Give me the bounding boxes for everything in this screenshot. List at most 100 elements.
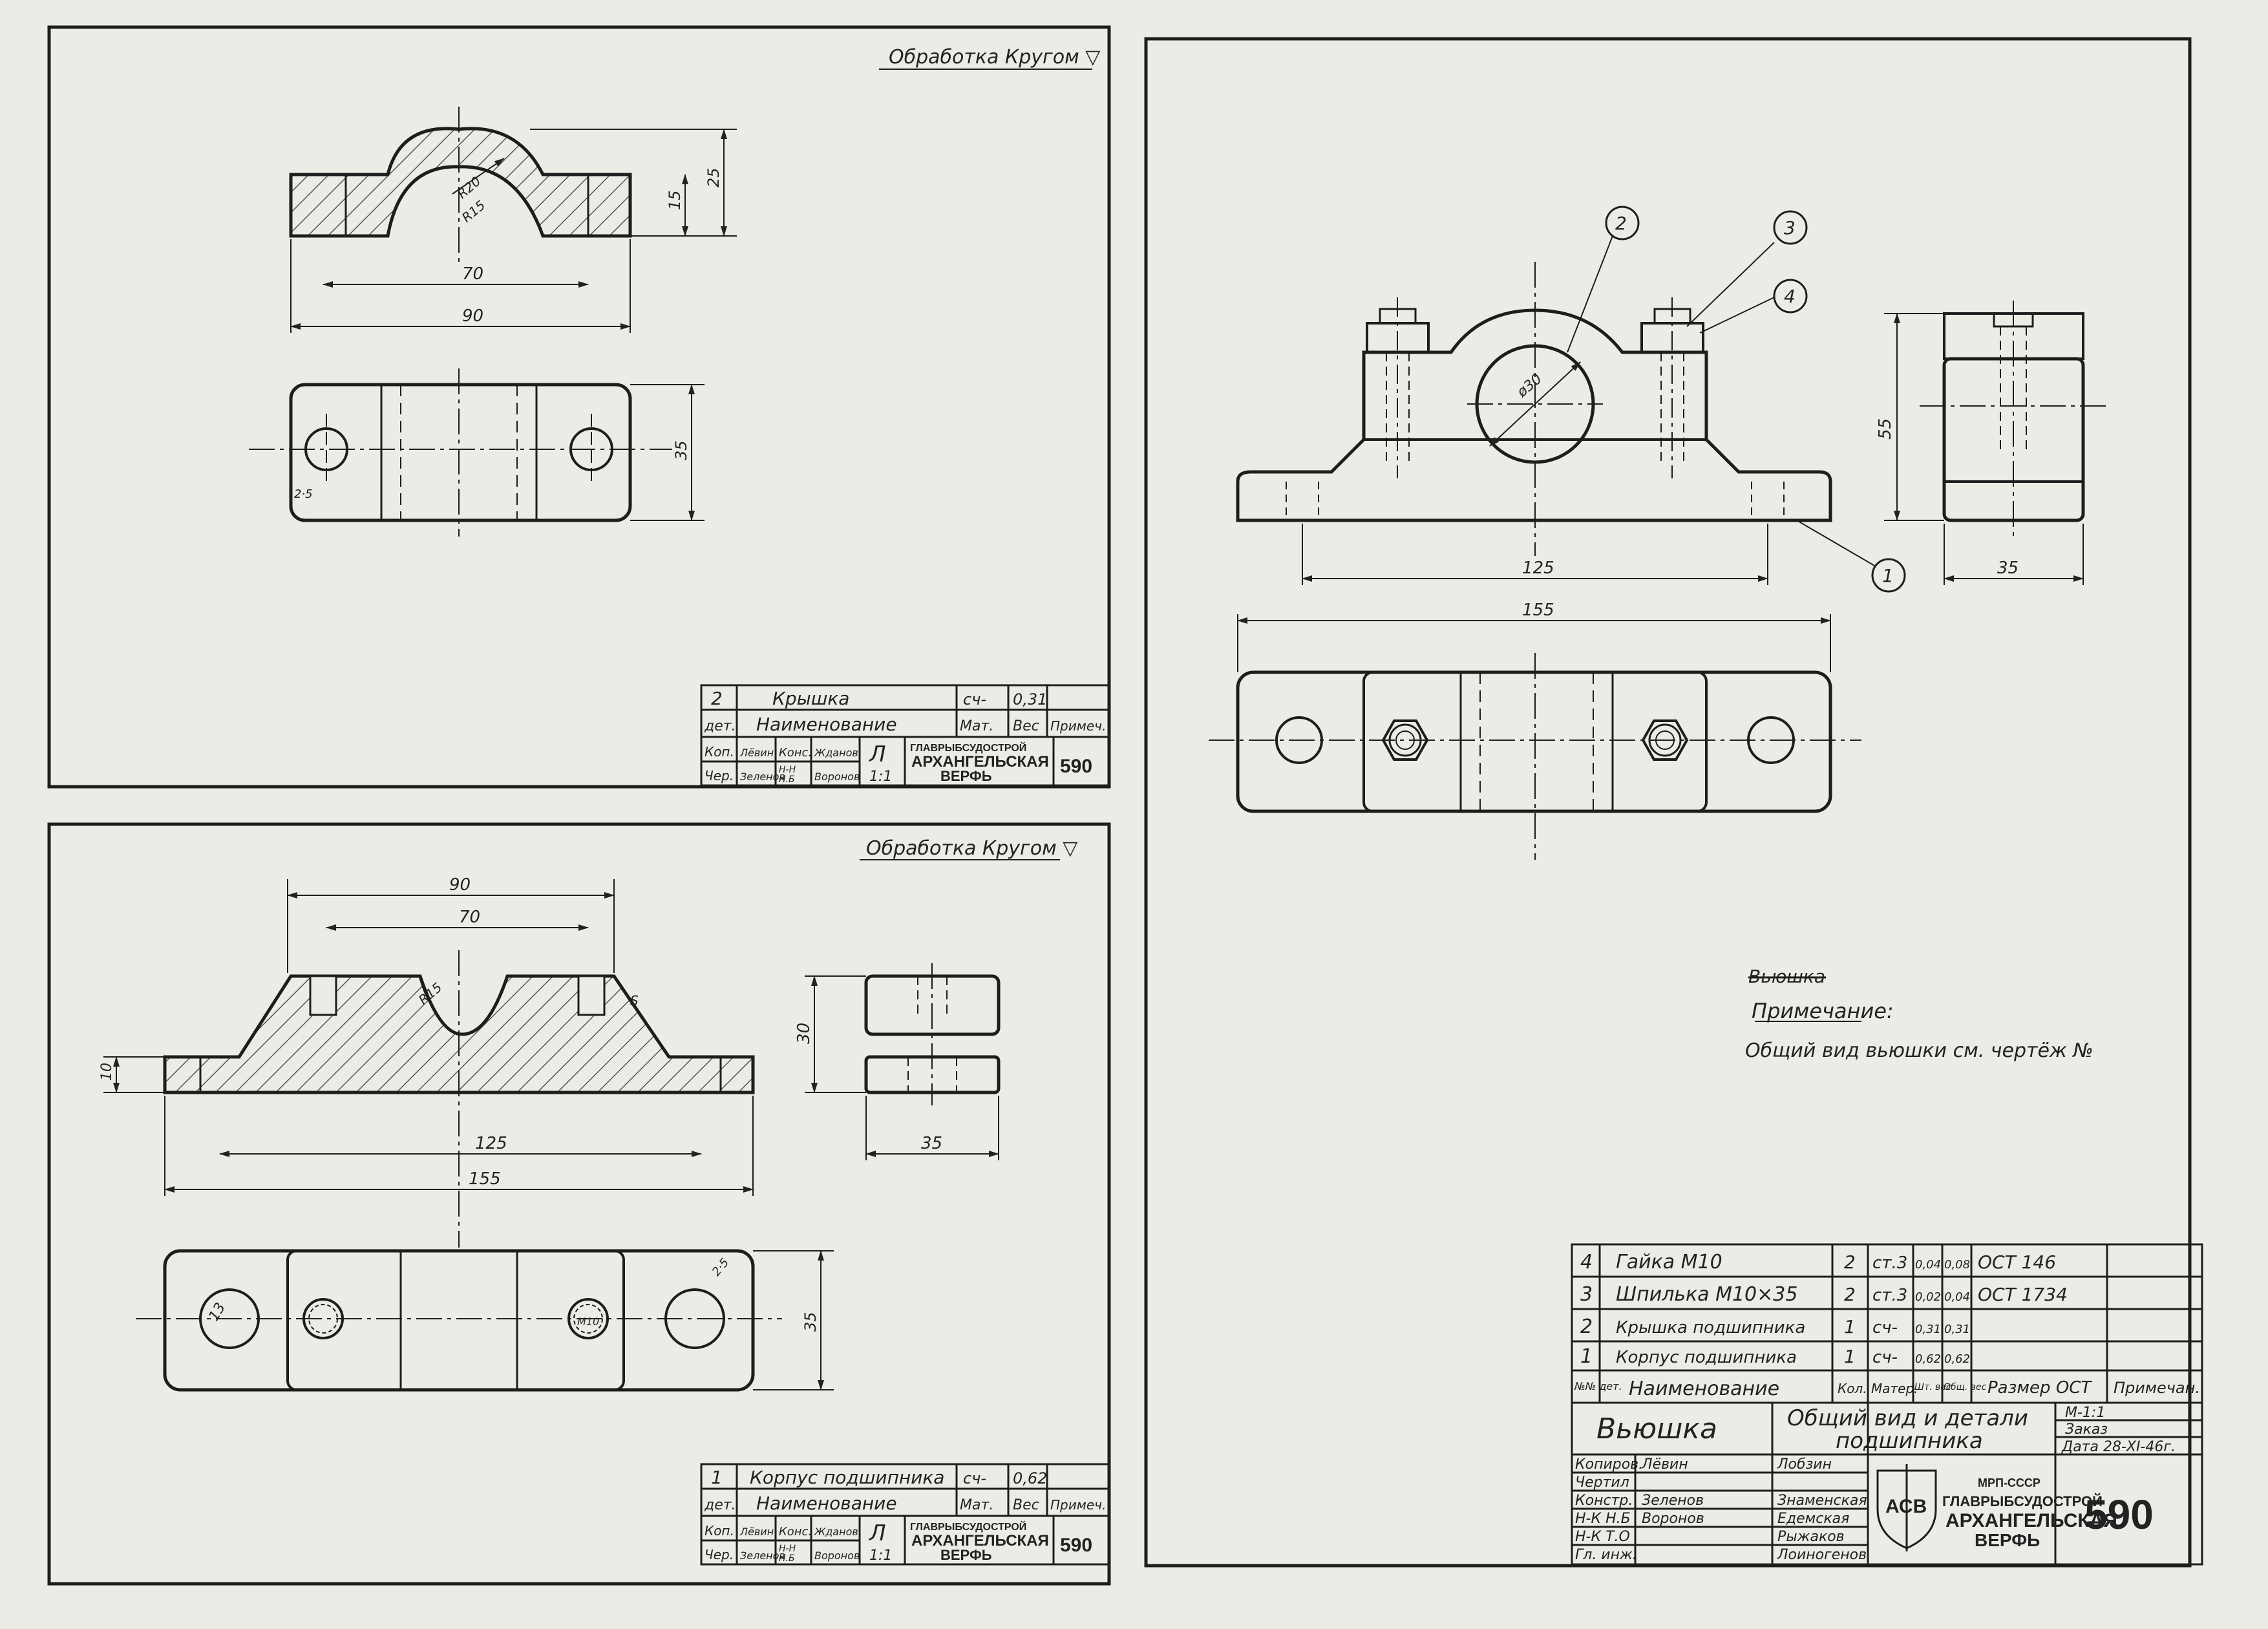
drawing-subtitle-2: подшипника bbox=[1836, 1428, 1983, 1454]
top-left-dim-15: 15 bbox=[666, 190, 684, 210]
sheet-bottom-left bbox=[47, 822, 1111, 1586]
bom-h-name: Наименование bbox=[1629, 1378, 1779, 1400]
name-4: Едемская bbox=[1777, 1511, 1849, 1527]
tl-r-nn: Н-Н bbox=[779, 765, 796, 775]
bom-rows: 4 Гайка М10 2 ст.3 0,04 0,08 ОСТ 146 3 Ш… bbox=[1580, 1251, 2068, 1368]
bom-row-1-name: Гайка М10 bbox=[1616, 1251, 1722, 1273]
bl-sign-1: Лёвин bbox=[739, 1526, 774, 1538]
sign-4: Воронов bbox=[1642, 1511, 1704, 1527]
bl-h-name: Наименование bbox=[756, 1493, 897, 1514]
bom-row-2-name: Шпилька М10×35 bbox=[1616, 1283, 1797, 1306]
tl-h-mat: Мат. bbox=[960, 718, 993, 734]
bom-row-3-name: Крышка подшипника bbox=[1616, 1318, 1805, 1337]
role-6: Гл. инж. bbox=[1575, 1547, 1637, 1563]
tl-h-det: дет. bbox=[704, 718, 736, 734]
title-date: Дата 28-XI-46г. bbox=[2061, 1439, 2176, 1455]
bl-h-det: дет. bbox=[704, 1497, 736, 1513]
housing-plan-view bbox=[136, 1249, 782, 1392]
sheet-top-left bbox=[47, 25, 1111, 789]
sheet-top-left-frame bbox=[47, 25, 1111, 789]
bl-org-3: ВЕРФЬ bbox=[940, 1547, 992, 1563]
bl-dim-10: 10 bbox=[99, 1063, 115, 1081]
cover-front-section bbox=[289, 107, 632, 265]
right-org-2: АРХАНГЕЛЬСКАЯ bbox=[1945, 1510, 2117, 1531]
tl-org-1: ГЛАВРЫБСУДОСТРОЙ bbox=[910, 741, 1026, 754]
tl-r-nb: Н.Б bbox=[779, 774, 795, 785]
bom-row-1-qty: 2 bbox=[1844, 1251, 1856, 1273]
title-scale: М-1:1 bbox=[2065, 1405, 2105, 1421]
assembly-front-view bbox=[1236, 262, 1832, 556]
bl-material: сч- bbox=[963, 1469, 986, 1487]
top-left-dim-70: 70 bbox=[462, 264, 483, 284]
tl-sign-1: Лёвин bbox=[739, 747, 774, 759]
bl-r-kons: Конс. bbox=[779, 1525, 812, 1538]
balloon-3-label: 3 bbox=[1784, 217, 1796, 239]
cover-plan-view bbox=[249, 368, 672, 537]
bom-row-2-mat: ст.3 bbox=[1872, 1286, 1907, 1305]
name-6: Лоиногенов bbox=[1777, 1547, 1867, 1563]
bl-h-wt: Вес bbox=[1013, 1497, 1039, 1513]
right-title-block bbox=[1571, 1401, 2203, 1566]
bl-sign-3: Жданов bbox=[814, 1526, 858, 1538]
bl-dim-155: 155 bbox=[469, 1169, 501, 1189]
bl-r-cher: Чер. bbox=[705, 1547, 734, 1562]
bl-r-kop: Коп. bbox=[705, 1523, 734, 1538]
bom-row-2-w1: 0,02 bbox=[1915, 1290, 1941, 1304]
bl-sign-4: Воронов bbox=[814, 1549, 860, 1562]
bl-dim-30: 30 bbox=[794, 1023, 814, 1044]
note-crossed: Вьюшка bbox=[1748, 966, 1825, 987]
bl-dim-125: 125 bbox=[475, 1134, 507, 1153]
right-dim-35: 35 bbox=[1997, 559, 2019, 578]
top-left-dim-25: 25 bbox=[705, 167, 723, 187]
bom-row-3-mat: сч- bbox=[1872, 1318, 1898, 1337]
tl-sign-4: Воронов bbox=[814, 771, 860, 783]
tl-sheet-mark: Л bbox=[868, 741, 886, 767]
assembly-plan-view bbox=[1209, 653, 1861, 860]
tl-r-kop: Коп. bbox=[705, 744, 734, 760]
bl-r-nb: Н.Б bbox=[779, 1553, 795, 1564]
tl-r-kons: Конс. bbox=[779, 746, 812, 760]
bom-row-1-mat: ст.3 bbox=[1872, 1253, 1907, 1273]
bom-row-4-no: 1 bbox=[1580, 1345, 1593, 1368]
bl-s-mark: S bbox=[630, 993, 639, 1008]
bl-org-2: АРХАНГЕЛЬСКАЯ bbox=[911, 1532, 1049, 1549]
bottom-left-machining-note: Обработка Кругом ▽ bbox=[866, 837, 1077, 860]
sheet-bottom-left-frame bbox=[47, 822, 1111, 1586]
bom-row-4-w2: 0,62 bbox=[1944, 1352, 1970, 1366]
bom-row-3-w2: 0,31 bbox=[1944, 1323, 1970, 1336]
balloon-4-label: 4 bbox=[1784, 286, 1796, 307]
note-title: Примечание: bbox=[1752, 999, 1894, 1023]
bom-row-2-std: ОСТ 1734 bbox=[1978, 1284, 2068, 1305]
bl-drawing-no: 590 bbox=[1060, 1535, 1092, 1556]
product-name: Вьюшка bbox=[1596, 1412, 1717, 1445]
bl-org-1: ГЛАВРЫБСУДОСТРОЙ bbox=[910, 1520, 1026, 1533]
title-order: Заказ bbox=[2065, 1421, 2108, 1438]
drawing-subtitle-1: Общий вид и детали bbox=[1787, 1405, 2028, 1431]
top-left-dim-90: 90 bbox=[462, 306, 483, 326]
bl-part-name: Корпус подшипника bbox=[750, 1467, 944, 1488]
role-3: Констр. bbox=[1575, 1493, 1633, 1509]
bl-scale: 1:1 bbox=[869, 1548, 892, 1564]
balloon-1-label: 1 bbox=[1882, 565, 1894, 586]
top-left-title-block bbox=[700, 684, 1110, 787]
sign-1: Лёвин bbox=[1641, 1456, 1688, 1473]
role-5: Н-К Т.О bbox=[1575, 1529, 1630, 1545]
housing-side-view bbox=[864, 963, 1001, 1105]
sheet-right-frame bbox=[1144, 37, 2192, 1568]
bom-h-qty: Кол. bbox=[1838, 1381, 1867, 1396]
tl-part-no: 2 bbox=[711, 688, 723, 709]
bom-row-1-w2: 0,08 bbox=[1944, 1258, 1970, 1272]
bl-r-nn: Н-Н bbox=[779, 1544, 796, 1554]
tl-h-wt: Вес bbox=[1013, 718, 1039, 734]
bom-row-4-name: Корпус подшипника bbox=[1616, 1348, 1797, 1367]
bom-row-4-mat: сч- bbox=[1872, 1348, 1898, 1367]
bl-dim-35-plan: 35 bbox=[801, 1312, 820, 1332]
bom-row-4-w1: 0,62 bbox=[1915, 1352, 1941, 1366]
bom-h-no: №№ дет. bbox=[1574, 1380, 1622, 1392]
bl-dim-90: 90 bbox=[449, 875, 471, 895]
bom-h-mat: Матер. bbox=[1871, 1381, 1918, 1396]
top-left-dim-35: 35 bbox=[672, 440, 690, 460]
bom-row-1-std: ОСТ 146 bbox=[1978, 1251, 2056, 1273]
bom-row-3-w1: 0,31 bbox=[1915, 1323, 1941, 1336]
